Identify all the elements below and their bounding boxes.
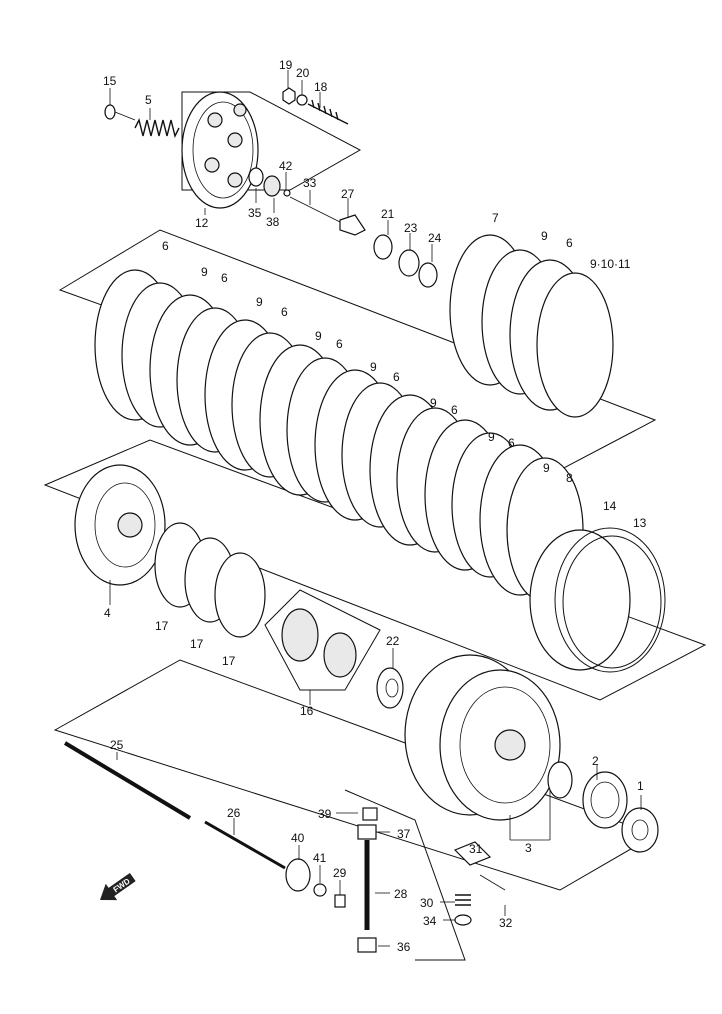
thrust-washer: [376, 667, 404, 709]
callout-9g: 9: [543, 461, 550, 475]
callout-34: 34: [423, 914, 437, 928]
callout-17a: 17: [155, 619, 169, 633]
callout-27: 27: [341, 187, 355, 201]
release-parts: [248, 87, 438, 288]
callout-28: 28: [394, 887, 408, 901]
callout-9e: 9: [430, 396, 437, 410]
callout-1: 1: [637, 779, 644, 793]
clutch-rings: [529, 527, 666, 673]
callout-3: 3: [525, 841, 532, 855]
callout-21: 21: [381, 207, 395, 221]
callout-38: 38: [266, 215, 280, 229]
leader-lines: [109, 70, 642, 947]
callout-6g: 6: [508, 436, 515, 450]
callout-17c: 17: [222, 654, 236, 668]
callout-39: 39: [318, 807, 332, 821]
callout-33: 33: [303, 176, 317, 190]
clutch-plate-stack: [94, 269, 584, 603]
callout-9f: 9: [488, 430, 495, 444]
callout-25: 25: [110, 738, 124, 752]
callout-9a: 9: [201, 265, 208, 279]
callout-6b: 6: [221, 271, 228, 285]
fwd-arrow: FWD: [100, 872, 136, 901]
pressure-plate: [181, 91, 259, 209]
callout-42: 42: [279, 159, 293, 173]
callout-15: 15: [103, 74, 117, 88]
spring-washers: [154, 522, 266, 638]
spring-bolt: [104, 104, 136, 121]
callout-9d: 9: [370, 360, 377, 374]
callout-19: 19: [279, 58, 293, 72]
callout-32: 32: [499, 916, 513, 930]
clutch-hub: [74, 464, 166, 586]
callout-18: 18: [314, 80, 328, 94]
callout-7: 7: [492, 211, 499, 225]
callout-6h: 6: [566, 236, 573, 250]
callout-8: 8: [566, 471, 573, 485]
callout-6d: 6: [336, 337, 343, 351]
clutch-hub-group-frame: [43, 439, 707, 701]
callout-9-10-11: 9·10·11: [590, 257, 631, 271]
primary-driven-gear: [404, 654, 561, 821]
callout-26: 26: [227, 806, 241, 820]
callout-41: 41: [313, 851, 327, 865]
callout-16: 16: [300, 704, 314, 718]
spacer-and-bearing: [547, 761, 659, 853]
callout-23: 23: [404, 221, 418, 235]
right-plate-set: [449, 234, 614, 418]
callout-24: 24: [428, 231, 442, 245]
release-shaft-parts: [285, 807, 506, 953]
callout-12: 12: [195, 216, 209, 230]
fwd-arrow-icon: [100, 872, 136, 901]
callout-9c: 9: [315, 329, 322, 343]
callout-13: 13: [633, 516, 647, 530]
callout-5: 5: [145, 93, 152, 107]
damper-group-frame: [264, 589, 381, 691]
callout-6c: 6: [281, 305, 288, 319]
callout-9h: 9: [541, 229, 548, 243]
callout-37: 37: [397, 827, 411, 841]
damper: [281, 608, 357, 678]
callout-6e: 6: [393, 370, 400, 384]
callout-14: 14: [603, 499, 617, 513]
callout-29: 29: [333, 866, 347, 880]
callout-40: 40: [291, 831, 305, 845]
callout-31: 31: [469, 842, 483, 856]
callout-labels: 1 2 3 4 5 6 6 6 6 6 6 6 6 6 7 8 9 9 9 9 …: [103, 58, 647, 954]
callout-30: 30: [420, 896, 434, 910]
callout-2: 2: [592, 754, 599, 768]
callout-4: 4: [104, 606, 111, 620]
callout-17b: 17: [190, 637, 204, 651]
pressure-plate-group-frame: [181, 91, 362, 191]
callout-36: 36: [397, 940, 411, 954]
clutch-spring: [134, 117, 180, 139]
callout-9b: 9: [256, 295, 263, 309]
push-rods: [63, 741, 286, 870]
shaft-group-frame: [344, 789, 466, 961]
callout-35: 35: [248, 206, 262, 220]
callout-6f: 6: [451, 403, 458, 417]
callout-22: 22: [386, 634, 400, 648]
callout-20: 20: [296, 66, 310, 80]
callout-6a: 6: [162, 239, 169, 253]
